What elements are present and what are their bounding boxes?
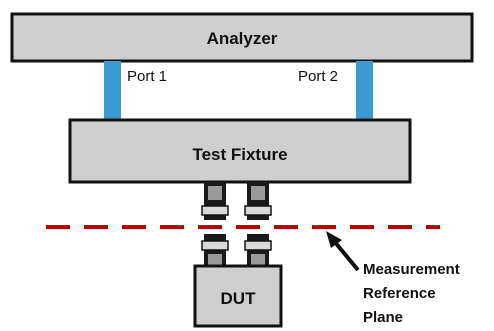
fixture-connector-left (201, 182, 229, 220)
annotation-line-2: Reference (363, 285, 436, 302)
port2-label: Port 2 (298, 68, 338, 85)
analyzer-label: Analyzer (207, 29, 278, 48)
annotation-line-1: Measurement (363, 261, 460, 278)
test-fixture-box: Test Fixture (68, 118, 412, 184)
dut-connector-right (244, 234, 272, 270)
port1-label: Port 1 (127, 68, 167, 85)
annotation-arrow (326, 231, 360, 272)
dut-connector-left (201, 234, 229, 270)
port1-cable (104, 61, 121, 121)
measurement-reference-plane-annotation: Measurement Reference Plane (363, 261, 460, 326)
test-fixture-label: Test Fixture (192, 145, 287, 164)
analyzer-box: Analyzer (10, 12, 474, 63)
fixture-connector-right (244, 182, 272, 220)
port2-cable (356, 61, 373, 121)
dut-label: DUT (221, 289, 257, 308)
dut-box: DUT (193, 264, 283, 328)
annotation-line-3: Plane (363, 309, 403, 326)
